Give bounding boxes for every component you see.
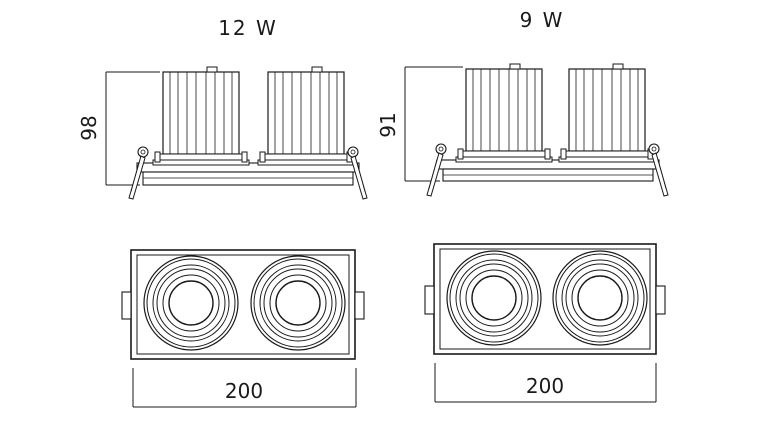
front-view-12w	[121, 249, 365, 408]
front-view-9w	[424, 243, 666, 403]
side-view-12w	[105, 66, 368, 200]
width-label-12w: 200	[225, 379, 263, 403]
height-label-9w: 91	[376, 112, 400, 137]
width-label-9w: 200	[526, 374, 564, 398]
power-label-9w: 9 W	[520, 8, 565, 32]
height-label-12w: 98	[77, 115, 101, 140]
side-view-9w	[404, 63, 669, 197]
power-label-12w: 12 W	[218, 16, 278, 40]
